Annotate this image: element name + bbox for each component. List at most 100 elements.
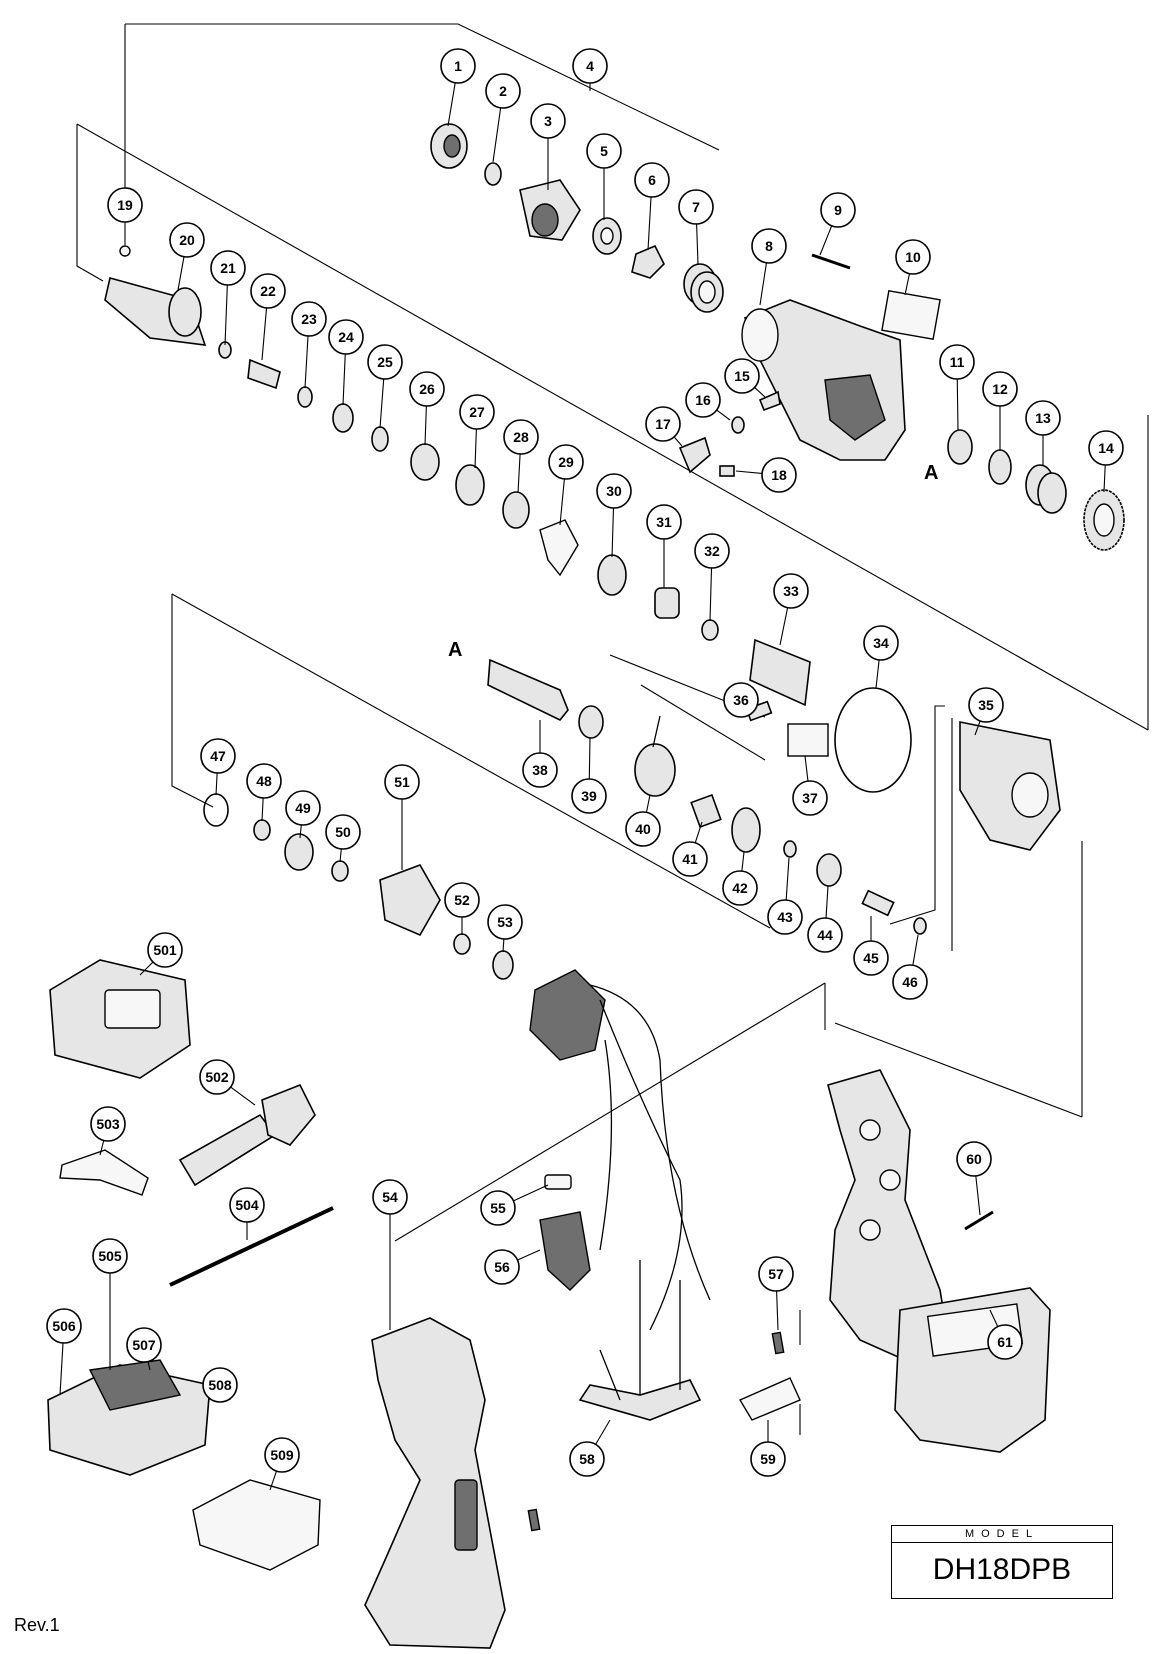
callout-circle-30: [596, 473, 632, 509]
callout-leader-49: [299, 824, 302, 839]
part-503-hook: [59, 1149, 149, 1196]
callout-circle-61: [987, 1324, 1023, 1360]
callout-leader-29: [559, 478, 565, 526]
callout-circle-42: [722, 870, 758, 906]
callout-label-501: 501: [153, 942, 177, 958]
callout-leader-18: [735, 470, 763, 474]
part-43-washer: [783, 840, 797, 858]
callout-circle-60: [956, 1141, 992, 1177]
callout-circle-36: [723, 682, 759, 718]
part-2-ring: [484, 162, 502, 186]
callout-circle-508: [202, 1367, 238, 1403]
callout-label-14: 14: [1098, 440, 1114, 456]
part-9-screw: [811, 253, 851, 270]
callout-leader-10: [904, 273, 911, 296]
callout-circle-15: [724, 358, 760, 394]
callout-label-4: 4: [586, 58, 594, 74]
callout-label-27: 27: [469, 404, 485, 420]
callout-label-44: 44: [817, 927, 833, 943]
callout-label-504: 504: [235, 1197, 259, 1213]
part-501-charger: [49, 959, 191, 1079]
callout-label-11: 11: [950, 354, 965, 370]
callout-leader-22: [261, 307, 268, 361]
callout-leader-50: [339, 848, 342, 863]
callout-leader-44: [825, 885, 829, 919]
part-24-bearing: [332, 403, 354, 433]
callout-leader-8: [759, 262, 767, 306]
part-33-tube: [749, 638, 811, 707]
callout-circle-23: [291, 301, 327, 337]
part-17-lever: [678, 436, 711, 474]
callout-leader-9: [819, 225, 833, 256]
callout-label-43: 43: [777, 909, 793, 925]
part-51-rotor: [379, 864, 441, 937]
callout-circle-20: [169, 222, 205, 258]
callout-label-42: 42: [732, 880, 748, 896]
callout-circle-32: [694, 533, 730, 569]
callout-leader-48: [261, 797, 264, 822]
callout-leader-506: [59, 1342, 64, 1396]
callout-circle-59: [750, 1441, 786, 1477]
callout-leader-41: [694, 821, 703, 843]
callout-label-41: 41: [682, 851, 698, 867]
callout-label-20: 20: [179, 232, 195, 248]
callout-circle-5: [586, 133, 622, 169]
callout-circle-4: [572, 48, 608, 84]
callout-leader-39: [588, 737, 591, 780]
callout-leader-33: [779, 607, 789, 646]
callout-leader-16: [716, 409, 731, 421]
callout-circle-54: [372, 1179, 408, 1215]
callout-circle-28: [503, 419, 539, 455]
revision-label: Rev.1: [14, 1615, 60, 1635]
callout-circle-51: [384, 764, 420, 800]
callout-label-26: 26: [419, 381, 435, 397]
callout-label-36: 36: [733, 692, 749, 708]
callout-leader-7: [696, 223, 699, 265]
model-name: DH18DPB: [932, 1553, 1072, 1586]
part-7-spring: [683, 263, 724, 313]
callout-circle-48: [246, 763, 282, 799]
callout-label-5: 5: [600, 143, 608, 159]
callout-circle-3: [530, 103, 566, 139]
part-502-side-handle: [178, 1083, 316, 1187]
part-drawings: [47, 123, 1125, 1649]
callout-leader-501: [139, 961, 154, 976]
callout-circle-46: [892, 964, 928, 1000]
callout-label-18: 18: [771, 467, 787, 483]
part-39-clutch: [578, 705, 604, 739]
callout-label-21: 21: [220, 260, 236, 276]
callout-label-38: 38: [532, 762, 548, 778]
callout-leader-60: [975, 1175, 981, 1216]
callout-circle-16: [685, 382, 721, 418]
callout-circle-502: [199, 1059, 235, 1095]
callout-label-509: 509: [270, 1447, 294, 1463]
callout-circle-14: [1088, 430, 1124, 466]
model-box: MODEL DH18DPB: [891, 1525, 1113, 1599]
part-16-o-ring: [731, 416, 745, 434]
callout-label-6: 6: [648, 172, 656, 188]
callout-label-3: 3: [544, 113, 552, 129]
part-22-striker: [247, 358, 281, 390]
callout-leader-503: [99, 1140, 105, 1156]
callout-circle-58: [569, 1441, 605, 1477]
callout-leader-28: [517, 453, 521, 494]
callout-label-39: 39: [581, 788, 597, 804]
callout-circle-26: [409, 371, 445, 407]
callout-label-35: 35: [978, 697, 994, 713]
callout-circle-1: [440, 48, 476, 84]
callout-leader-24: [342, 353, 346, 406]
callout-label-24: 24: [338, 329, 354, 345]
callout-circle-24: [328, 319, 364, 355]
callout-circle-50: [325, 814, 361, 850]
callout-label-17: 17: [655, 416, 671, 432]
callout-label-28: 28: [513, 429, 529, 445]
callout-leader-15: [754, 387, 766, 398]
callout-leader-30: [611, 507, 615, 558]
callout-circle-45: [853, 940, 889, 976]
part-6-plate: [631, 244, 665, 279]
part-23-washer: [297, 386, 313, 408]
callout-leader-11: [956, 378, 959, 431]
callout-leader-34: [875, 659, 880, 689]
part-34-o-ring: [834, 687, 912, 793]
part-49-bearing: [284, 833, 314, 871]
